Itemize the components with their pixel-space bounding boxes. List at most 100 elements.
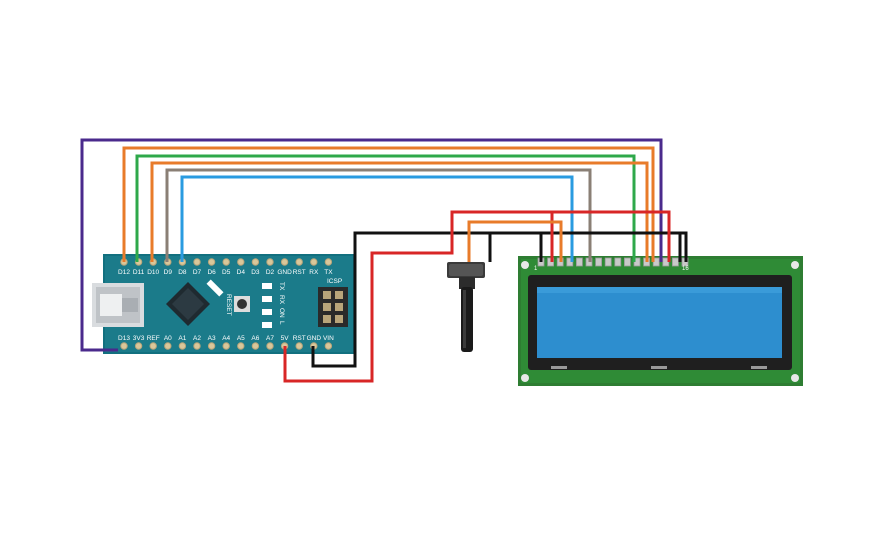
usb-connector bbox=[92, 283, 144, 327]
pin-pad bbox=[310, 258, 318, 266]
pin-pad bbox=[222, 342, 230, 350]
pin-pad bbox=[193, 258, 201, 266]
lcd-mount-hole bbox=[791, 261, 799, 269]
crystal bbox=[206, 279, 224, 297]
top-pin-label: D8 bbox=[178, 269, 187, 276]
bottom-pin-label: 5V bbox=[281, 335, 290, 342]
top-pin-label: TX bbox=[324, 269, 333, 276]
bottom-pin-label: A6 bbox=[251, 335, 259, 342]
bottom-pin-label: RST bbox=[293, 335, 306, 342]
top-pin-label: D2 bbox=[266, 269, 275, 276]
top-pin-label: D9 bbox=[164, 269, 173, 276]
potentiometer-knob bbox=[461, 287, 473, 352]
lcd-mount-hole bbox=[521, 374, 529, 382]
top-pin-label: D10 bbox=[147, 269, 159, 276]
reset-button bbox=[234, 296, 250, 312]
top-pin-label: D5 bbox=[222, 269, 231, 276]
icsp-pin bbox=[335, 291, 343, 299]
pin-pad bbox=[295, 258, 303, 266]
bottom-pin-label: A5 bbox=[237, 335, 245, 342]
lcd-pin1-label: 1 bbox=[534, 266, 538, 272]
microcontroller-chip bbox=[166, 282, 210, 326]
lcd-mount-hole bbox=[521, 261, 529, 269]
bottom-pin-label: D13 bbox=[118, 335, 130, 342]
led bbox=[262, 309, 272, 315]
bottom-pin-row bbox=[120, 342, 333, 350]
icsp-header bbox=[318, 287, 348, 327]
led-label: RX bbox=[278, 295, 285, 305]
lcd-pin bbox=[624, 257, 631, 267]
reset-label: RESET bbox=[225, 294, 232, 316]
pin-pad bbox=[149, 342, 157, 350]
lcd-mount-hole bbox=[791, 374, 799, 382]
lcd-pin bbox=[604, 257, 612, 267]
led-label: ON bbox=[278, 308, 285, 318]
top-pin-label: D4 bbox=[237, 269, 246, 276]
top-pin-label: D7 bbox=[193, 269, 202, 276]
bottom-pin-label: A1 bbox=[178, 335, 186, 342]
pin-pad bbox=[237, 258, 245, 266]
wire-d12-orange bbox=[122, 146, 655, 262]
lcd-pin bbox=[576, 257, 583, 267]
pin-pad bbox=[324, 258, 333, 266]
bottom-pin-label: 3V3 bbox=[133, 335, 145, 342]
lcd-pin bbox=[672, 257, 679, 267]
led bbox=[262, 283, 272, 289]
pin-pad bbox=[164, 342, 172, 350]
wire-d9-gray bbox=[165, 168, 592, 262]
bottom-pin-label: A4 bbox=[222, 335, 230, 342]
lcd-screen bbox=[537, 287, 782, 358]
wire-d13-purple bbox=[80, 138, 663, 352]
wire-gnd-black bbox=[311, 231, 688, 368]
top-pin-label: RX bbox=[309, 269, 319, 276]
pin-pad bbox=[324, 342, 333, 350]
pin-pad bbox=[295, 342, 303, 350]
top-pin-label: D3 bbox=[251, 269, 260, 276]
top-pin-label: GND bbox=[277, 269, 292, 276]
lcd-pin bbox=[595, 257, 602, 267]
status-leds: TX RX ON L bbox=[262, 282, 285, 328]
potentiometer-bushing bbox=[459, 277, 475, 289]
icsp-pin bbox=[323, 303, 331, 311]
pin-pad bbox=[178, 342, 187, 350]
lcd-pin bbox=[614, 257, 622, 267]
bottom-pin-label: A3 bbox=[208, 335, 216, 342]
pin-pad bbox=[120, 342, 128, 350]
wire-5v-red bbox=[283, 210, 671, 383]
pin-pad bbox=[134, 342, 143, 350]
lcd-pin16-label: 16 bbox=[682, 266, 689, 272]
top-pin-label: D12 bbox=[118, 269, 130, 276]
led bbox=[262, 322, 272, 328]
potentiometer bbox=[447, 262, 485, 352]
pin-pad bbox=[207, 258, 216, 266]
pin-pad bbox=[266, 258, 274, 266]
pin-pad bbox=[251, 342, 260, 350]
bottom-pin-label: REF bbox=[147, 335, 160, 342]
led-label: L bbox=[278, 321, 285, 325]
led-label: TX bbox=[278, 282, 285, 291]
top-pin-label: RST bbox=[293, 269, 306, 276]
icsp-pin bbox=[335, 303, 343, 311]
led bbox=[262, 296, 272, 302]
icsp-pin bbox=[323, 291, 331, 299]
bottom-pin-label: A7 bbox=[266, 335, 274, 342]
top-pin-label: D6 bbox=[207, 269, 216, 276]
wires bbox=[80, 138, 688, 383]
lcd-module: 1 16 bbox=[518, 256, 803, 386]
wire-d8-blue bbox=[180, 175, 574, 262]
wire-pot-wiper-orange bbox=[467, 220, 563, 262]
top-pin-label: D11 bbox=[133, 269, 145, 276]
wire-d11-green bbox=[135, 154, 636, 262]
bottom-pin-label: GND bbox=[307, 335, 322, 342]
bottom-pin-label: A2 bbox=[193, 335, 201, 342]
icsp-label: ICSP bbox=[327, 278, 342, 285]
pin-pad bbox=[193, 342, 201, 350]
pin-pad bbox=[280, 258, 289, 266]
pin-pad bbox=[251, 258, 260, 266]
pin-pad bbox=[222, 258, 230, 266]
pin-pad bbox=[266, 342, 274, 350]
icsp-pin bbox=[335, 315, 343, 323]
